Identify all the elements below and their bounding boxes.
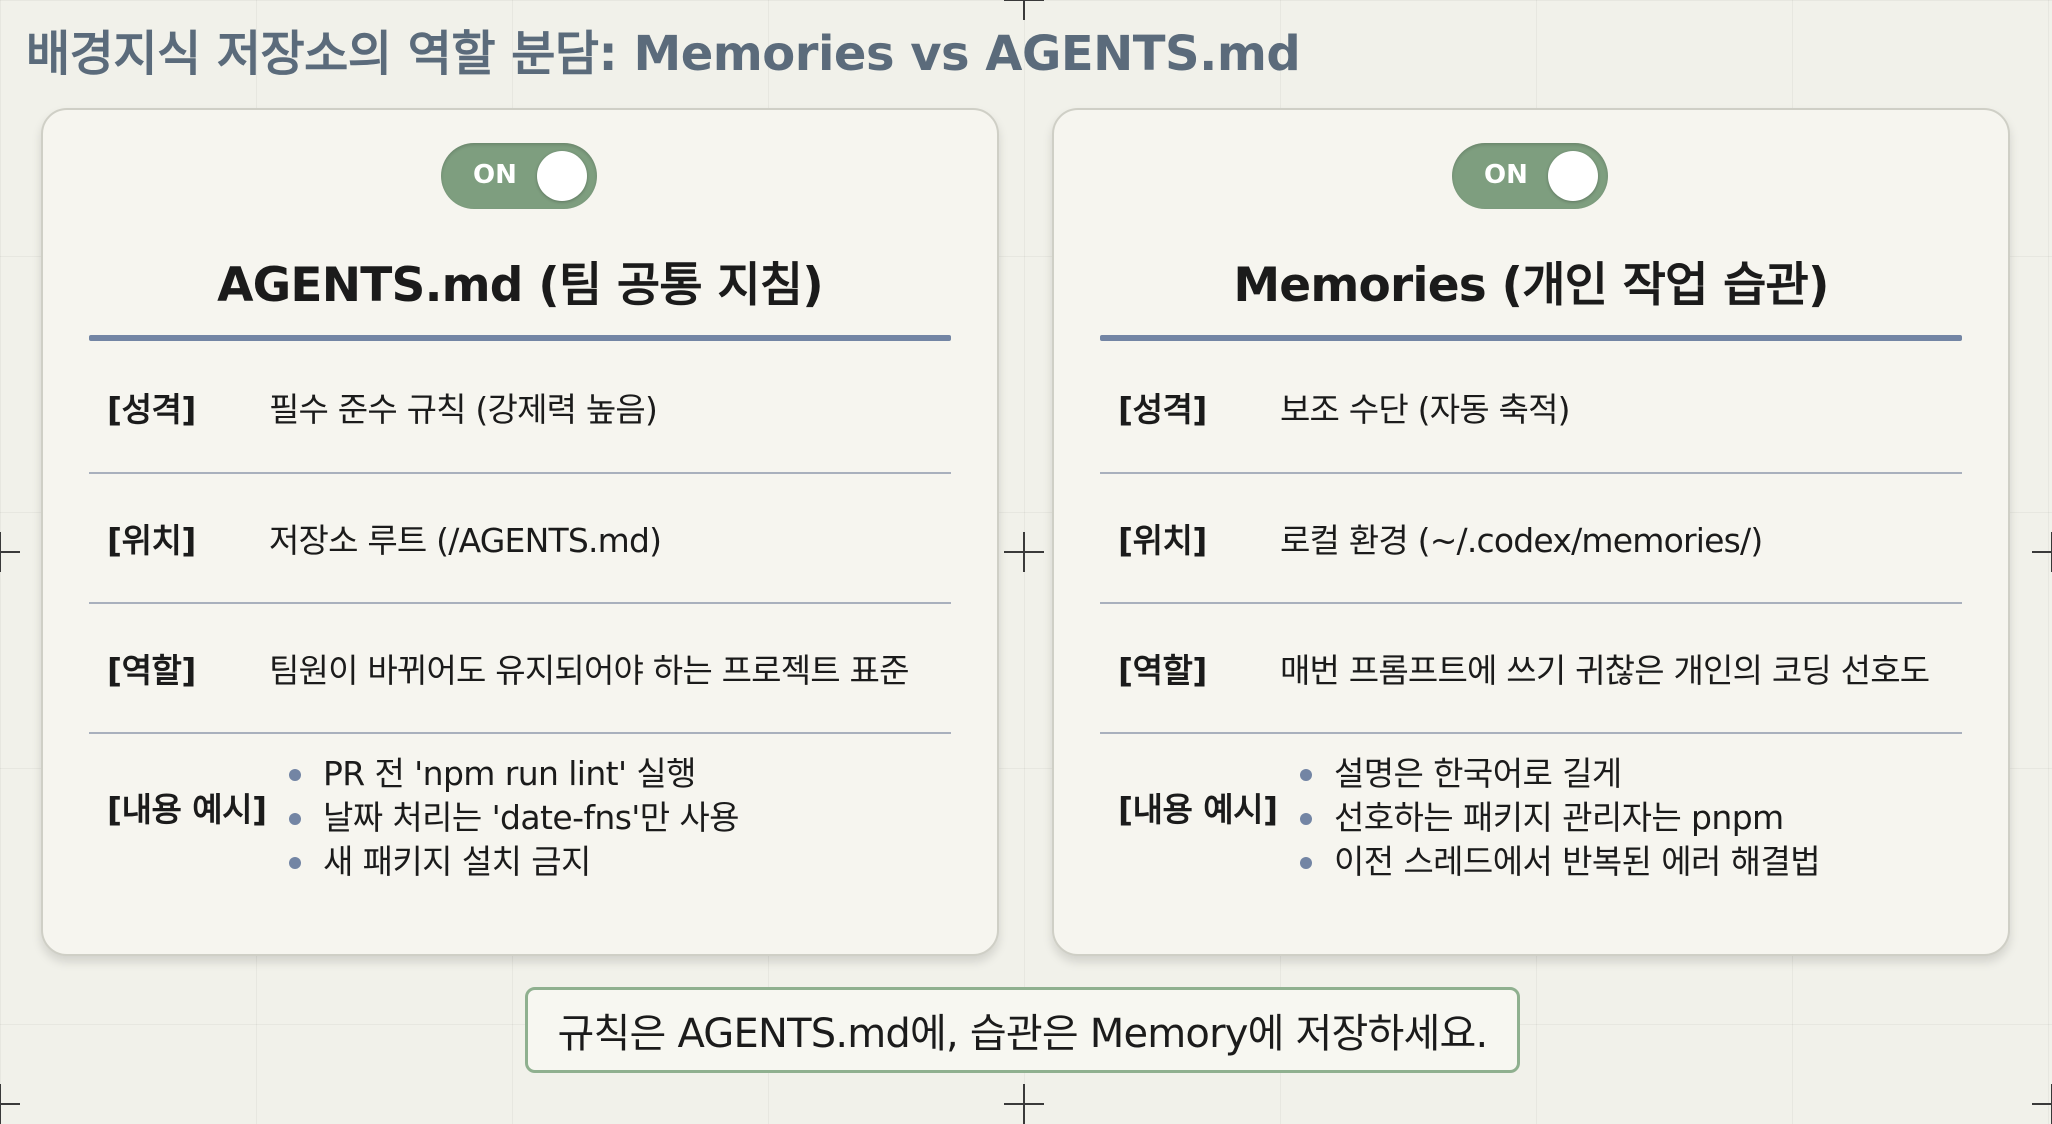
- list-item: 선호하는 패키지 관리자는 pnpm: [1296, 796, 1820, 840]
- row-value: 필수 준수 규칙 (강제력 높음): [269, 390, 658, 429]
- list-item: 날짜 처리는 'date-fns'만 사용: [285, 796, 740, 840]
- row-value: 팀원이 바뀌어도 유지되어야 하는 프로젝트 표준: [269, 651, 909, 690]
- examples-row: [내용 예시] 설명은 한국어로 길게 선호하는 패키지 관리자는 pnpm 이…: [1100, 734, 1962, 881]
- examples-list: 설명은 한국어로 길게 선호하는 패키지 관리자는 pnpm 이전 스레드에서 …: [1296, 752, 1821, 884]
- agents-md-toggle[interactable]: ON: [441, 143, 597, 209]
- row-value: 매번 프롬프트에 쓰기 귀찮은 개인의 코딩 선호도: [1280, 651, 1930, 690]
- row-label: [위치]: [1118, 521, 1207, 560]
- card-title: AGENTS.md (팀 공통 지침): [217, 258, 824, 313]
- toggle-knob: [537, 151, 587, 201]
- examples-list: PR 전 'npm run lint' 실행 날짜 처리는 'date-fns'…: [285, 752, 740, 884]
- row-value: 로컬 환경 (~/.codex/memories/): [1280, 521, 1763, 560]
- toggle-on-label: ON: [1484, 160, 1528, 190]
- list-item: PR 전 'npm run lint' 실행: [285, 752, 739, 796]
- list-item: 이전 스레드에서 반복된 에러 해결법: [1296, 840, 1821, 884]
- list-item: 새 패키지 설치 금지: [285, 840, 739, 884]
- row-label: [역할]: [1118, 651, 1207, 690]
- examples-row: [내용 예시] PR 전 'npm run lint' 실행 날짜 처리는 'd…: [89, 734, 951, 881]
- property-row: [역할] 팀원이 바뀌어도 유지되어야 하는 프로젝트 표준: [89, 604, 951, 734]
- row-label: [위치]: [107, 521, 196, 560]
- title-divider: [1100, 335, 1962, 341]
- toggle-on-label: ON: [473, 160, 517, 190]
- row-label: [내용 예시]: [107, 790, 267, 829]
- row-label: [성격]: [1118, 390, 1207, 429]
- row-label: [성격]: [107, 390, 196, 429]
- row-value: 보조 수단 (자동 축적): [1280, 390, 1571, 429]
- memories-toggle[interactable]: ON: [1452, 143, 1608, 209]
- property-row: [위치] 저장소 루트 (/AGENTS.md): [89, 474, 951, 604]
- memories-card: ON Memories (개인 작업 습관) [성격] 보조 수단 (자동 축적…: [1052, 108, 2010, 956]
- toggle-knob: [1548, 151, 1598, 201]
- row-value: 저장소 루트 (/AGENTS.md): [269, 521, 662, 560]
- list-item: 설명은 한국어로 길게: [1296, 752, 1820, 796]
- card-title: Memories (개인 작업 습관): [1233, 258, 1829, 313]
- agents-md-card: ON AGENTS.md (팀 공통 지침) [성격] 필수 준수 규칙 (강제…: [41, 108, 999, 956]
- title-divider: [89, 335, 951, 341]
- property-row: [성격] 보조 수단 (자동 축적): [1100, 342, 1962, 474]
- page-title: 배경지식 저장소의 역할 분담: Memories vs AGENTS.md: [26, 26, 1301, 82]
- row-label: [역할]: [107, 651, 196, 690]
- property-row: [성격] 필수 준수 규칙 (강제력 높음): [89, 342, 951, 474]
- row-label: [내용 예시]: [1118, 790, 1278, 829]
- property-row: [위치] 로컬 환경 (~/.codex/memories/): [1100, 474, 1962, 604]
- summary-callout: 규칙은 AGENTS.md에, 습관은 Memory에 저장하세요.: [525, 987, 1520, 1073]
- property-row: [역할] 매번 프롬프트에 쓰기 귀찮은 개인의 코딩 선호도: [1100, 604, 1962, 734]
